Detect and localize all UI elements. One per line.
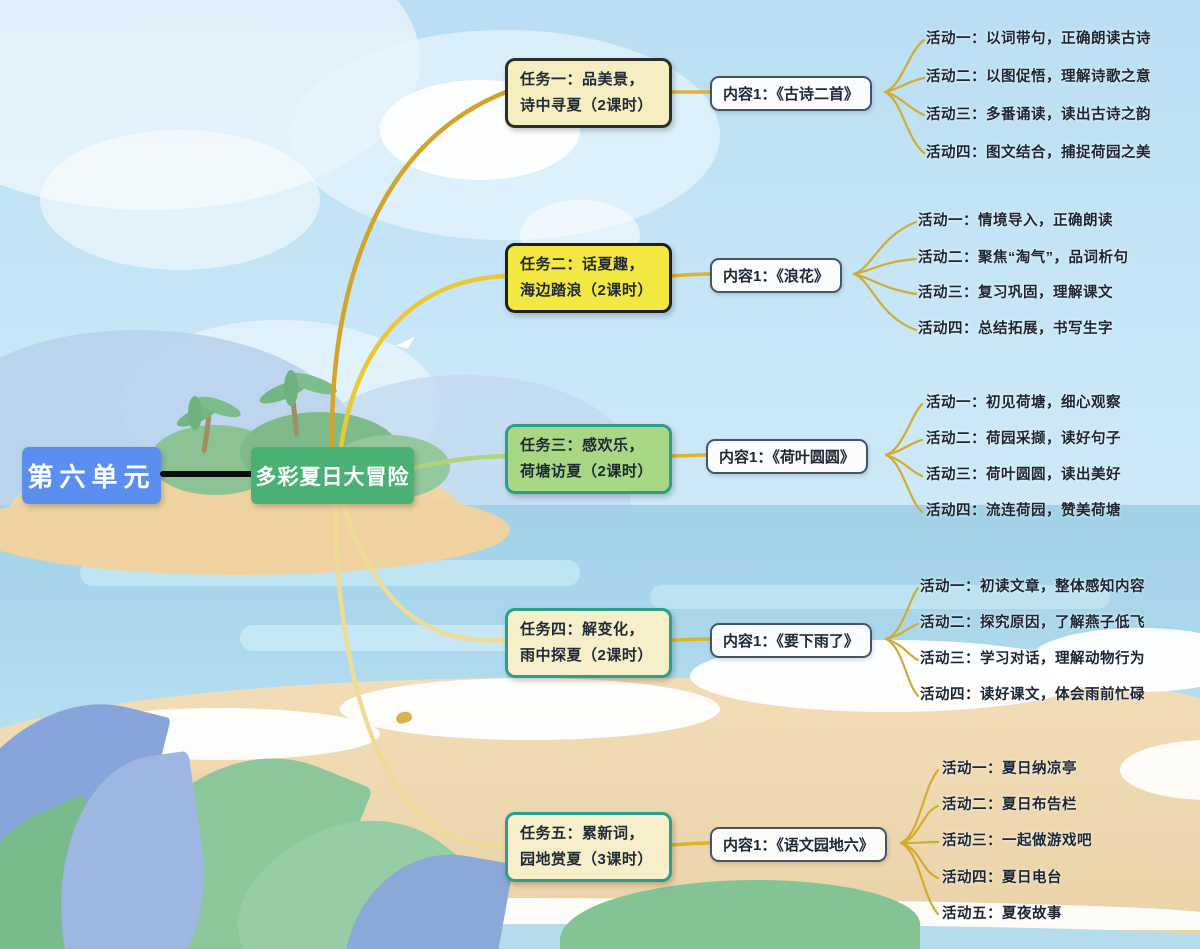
activity-item[interactable]: 活动一：以词带句，正确朗读古诗 bbox=[926, 31, 1151, 47]
activity-item[interactable]: 活动四：夏日电台 bbox=[942, 870, 1062, 886]
activity-item[interactable]: 活动五：夏夜故事 bbox=[942, 906, 1062, 922]
fan-line bbox=[852, 257, 918, 276]
branch-task1 bbox=[329, 89, 509, 451]
branch-task5 bbox=[332, 500, 509, 848]
fan-line bbox=[852, 272, 918, 332]
fan-line bbox=[899, 768, 940, 845]
fan-line bbox=[852, 272, 918, 296]
task-node-5[interactable]: 任务五：累新词，园地赏夏（3课时） bbox=[505, 812, 672, 882]
activity-item[interactable]: 活动三：学习对话，理解动物行为 bbox=[920, 651, 1145, 667]
root-node-unit[interactable]: 第六单元 bbox=[22, 447, 161, 504]
fan-line bbox=[883, 76, 926, 94]
activity-item[interactable]: 活动一：夏日纳凉亭 bbox=[942, 761, 1077, 777]
content-node-2[interactable]: 内容1：《浪花》 bbox=[710, 258, 842, 293]
fan-line bbox=[899, 841, 940, 916]
fan-line bbox=[884, 622, 920, 641]
activity-item[interactable]: 活动二：夏日布告栏 bbox=[942, 797, 1077, 813]
task-node-4[interactable]: 任务四：解变化，雨中探夏（2课时） bbox=[505, 608, 672, 678]
task-node-2[interactable]: 任务二：话夏趣，海边踏浪（2课时） bbox=[505, 243, 672, 313]
palm-frond bbox=[284, 370, 298, 406]
activity-item[interactable]: 活动四：图文结合，捕捉荷园之美 bbox=[926, 145, 1151, 161]
activity-item[interactable]: 活动四：读好课文，体会雨前忙碌 bbox=[920, 687, 1145, 703]
activity-item[interactable]: 活动三：荷叶圆圆，读出美好 bbox=[926, 467, 1121, 483]
branch-task2 bbox=[338, 273, 509, 451]
content-node-5[interactable]: 内容1：《语文园地六》 bbox=[710, 827, 887, 862]
branch-task4 bbox=[340, 500, 509, 643]
activity-item[interactable]: 活动一：初见荷塘，细心观察 bbox=[926, 395, 1121, 411]
trunk-connector bbox=[160, 471, 253, 477]
connector-content3 bbox=[667, 453, 710, 458]
activity-item[interactable]: 活动四：总结拓展，书写生字 bbox=[918, 321, 1113, 337]
connector-content4 bbox=[667, 637, 713, 642]
content-node-3[interactable]: 内容1：《荷叶圆圆》 bbox=[706, 439, 868, 474]
activity-item[interactable]: 活动二：聚焦“淘气”，品词析句 bbox=[918, 250, 1129, 266]
content-node-1[interactable]: 内容1：《古诗二首》 bbox=[710, 76, 872, 111]
connector-content2 bbox=[667, 272, 713, 278]
fan-line bbox=[884, 586, 920, 641]
fan-line bbox=[899, 804, 940, 845]
fan-line bbox=[852, 220, 918, 276]
fan-line bbox=[884, 402, 924, 457]
activity-item[interactable]: 活动二：探究原因，了解燕子低飞 bbox=[920, 615, 1145, 631]
fan-line bbox=[884, 453, 924, 514]
sea-streak bbox=[650, 585, 1110, 609]
cloud bbox=[40, 130, 320, 270]
content-node-4[interactable]: 内容1：《要下雨了》 bbox=[710, 623, 872, 658]
task-node-1[interactable]: 任务一：品美景，诗中寻夏（2课时） bbox=[505, 58, 672, 128]
task-node-3[interactable]: 任务三：感欢乐，荷塘访夏（2课时） bbox=[505, 424, 672, 494]
theme-node[interactable]: 多彩夏日大冒险 bbox=[251, 447, 414, 504]
activity-item[interactable]: 活动一：初读文章，整体感知内容 bbox=[920, 579, 1145, 595]
connector-content5 bbox=[669, 841, 713, 847]
fan-line bbox=[883, 38, 926, 94]
activity-item[interactable]: 活动二：荷园采撷，读好句子 bbox=[926, 431, 1121, 447]
fan-line bbox=[883, 90, 926, 155]
fan-line bbox=[884, 637, 920, 698]
foam bbox=[340, 678, 720, 740]
palm-frond bbox=[188, 396, 202, 430]
activity-item[interactable]: 活动一：情境导入，正确朗读 bbox=[918, 213, 1113, 229]
activity-item[interactable]: 活动三：多番诵读，读出古诗之韵 bbox=[926, 107, 1151, 123]
fan-line bbox=[899, 840, 940, 845]
branch-task3 bbox=[409, 453, 509, 471]
activity-item[interactable]: 活动三：一起做游戏吧 bbox=[942, 833, 1092, 849]
activity-item[interactable]: 活动四：流连荷园，赞美荷塘 bbox=[926, 503, 1121, 519]
fan-line bbox=[884, 438, 924, 457]
foam bbox=[1030, 628, 1200, 692]
activity-item[interactable]: 活动二：以图促悟，理解诗歌之意 bbox=[926, 69, 1151, 85]
activity-item[interactable]: 活动三：复习巩固，理解课文 bbox=[918, 285, 1113, 301]
